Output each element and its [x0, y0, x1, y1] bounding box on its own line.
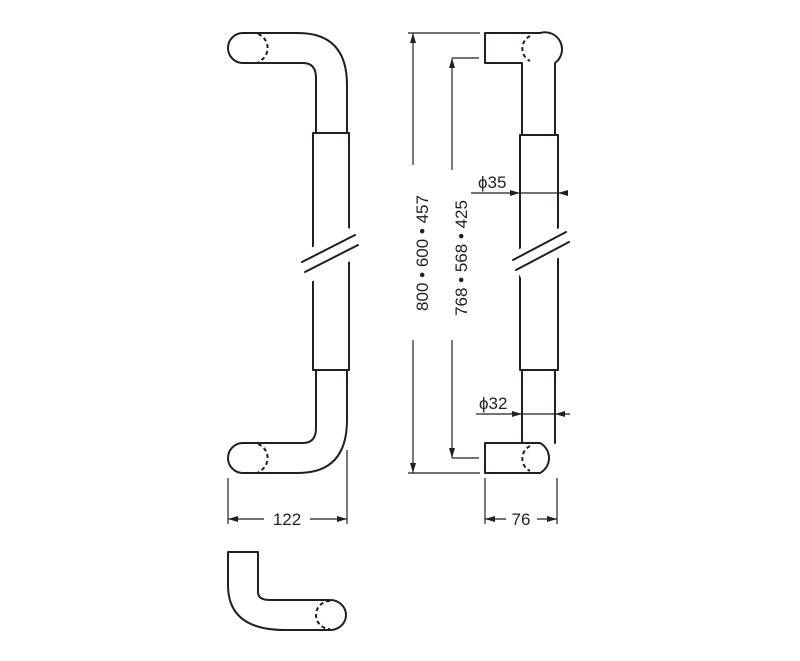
- tube-diameter-label: ϕ32: [479, 394, 507, 413]
- side-bottom-cap: [484, 442, 550, 474]
- center-length-label: 768 • 568 • 425: [452, 200, 471, 316]
- width-76-label: 76: [512, 510, 531, 529]
- sleeve-diameter-label: ϕ35: [478, 173, 506, 192]
- break-line: [515, 241, 570, 271]
- front-top-hidden-end: [257, 33, 269, 63]
- side-view: 800 • 600 • 457 768 • 568 • 425 ϕ35 ϕ32 …: [408, 31, 574, 529]
- side-top-cap: [484, 31, 563, 136]
- front-top-outer: [242, 32, 348, 134]
- break-line: [512, 231, 567, 261]
- top-view-outline: [227, 551, 331, 631]
- front-lower-tube: [242, 369, 348, 474]
- side-top-hidden-end: [521, 35, 531, 62]
- break-line: [301, 234, 356, 263]
- front-top-cap: [227, 32, 244, 64]
- front-bottom-hidden-end: [257, 443, 269, 473]
- front-bottom-cap: [227, 442, 244, 474]
- top-view-end-cap: [329, 599, 347, 631]
- width-122-label: 122: [273, 510, 301, 529]
- top-view-hidden-end: [315, 600, 331, 630]
- overall-length-label: 800 • 600 • 457: [413, 195, 432, 311]
- side-bottom-hidden-end: [521, 445, 531, 472]
- break-line: [304, 244, 359, 273]
- front-view: 122: [227, 32, 364, 529]
- top-view: [227, 551, 347, 631]
- side-lower-tube: [521, 369, 556, 444]
- front-top-inner: [242, 62, 317, 134]
